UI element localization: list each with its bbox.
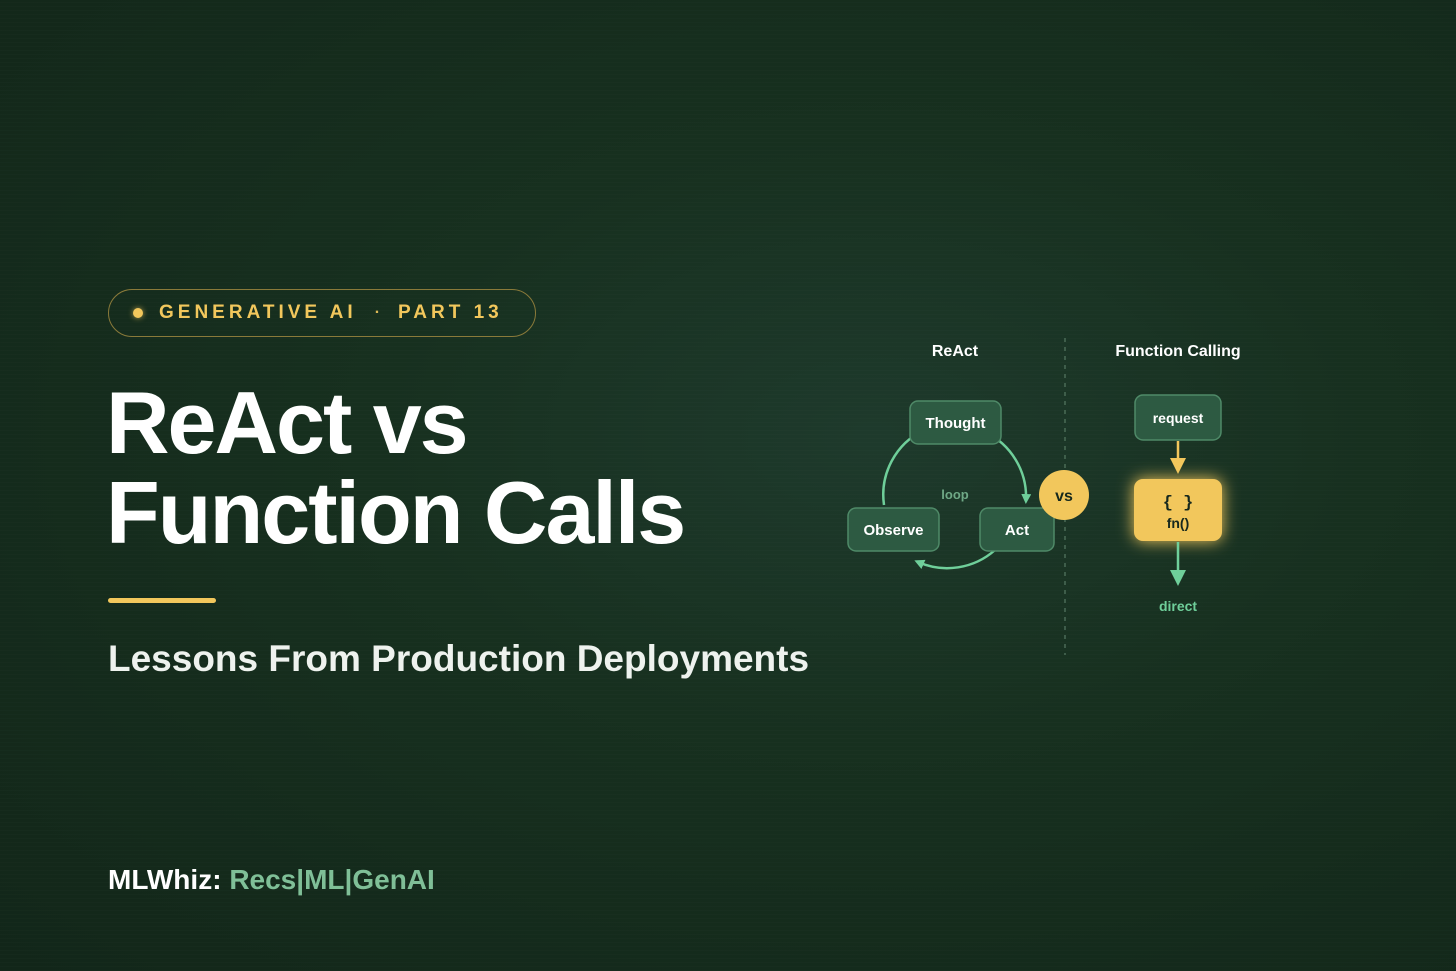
fn-label: fn(): [1167, 515, 1190, 531]
node-function: { } fn(): [1134, 479, 1222, 541]
function-calling-heading: Function Calling: [1115, 343, 1240, 360]
title-line-1: ReAct vs: [106, 373, 469, 472]
brand-signature: MLWhiz: Recs|ML|GenAI: [108, 864, 435, 896]
brand-tags: Recs|ML|GenAI: [229, 864, 435, 895]
subtitle: Lessons From Production Deployments: [108, 638, 810, 679]
node-thought: Thought: [909, 400, 1002, 445]
loop-label: loop: [941, 487, 968, 502]
react-heading: ReAct: [932, 343, 979, 360]
fn-symbol: { }: [1163, 494, 1194, 513]
badge-category: GENERATIVE AI: [159, 302, 357, 323]
brand-name: MLWhiz:: [108, 864, 222, 895]
badge-dot: [133, 308, 143, 318]
badge-separator: ·: [374, 304, 381, 321]
title-line-2: Function Calls: [106, 463, 686, 562]
node-act-label: Act: [1005, 522, 1029, 539]
direct-label: direct: [1159, 598, 1197, 614]
vs-label: vs: [1055, 488, 1073, 505]
node-observe: Observe: [847, 507, 940, 552]
node-act: Act: [979, 507, 1055, 552]
vs-badge: vs: [1039, 470, 1089, 520]
node-request: request: [1134, 394, 1222, 441]
category-badge: GENERATIVE AI · PART 13: [108, 289, 536, 337]
accent-underline: [108, 598, 216, 603]
node-thought-label: Thought: [926, 415, 986, 432]
page-title: ReAct vs Function Calls: [106, 373, 686, 562]
arrow-act-to-observe: [914, 549, 996, 570]
node-observe-label: Observe: [863, 522, 923, 539]
badge-part: PART 13: [398, 302, 503, 323]
node-request-label: request: [1153, 410, 1204, 426]
